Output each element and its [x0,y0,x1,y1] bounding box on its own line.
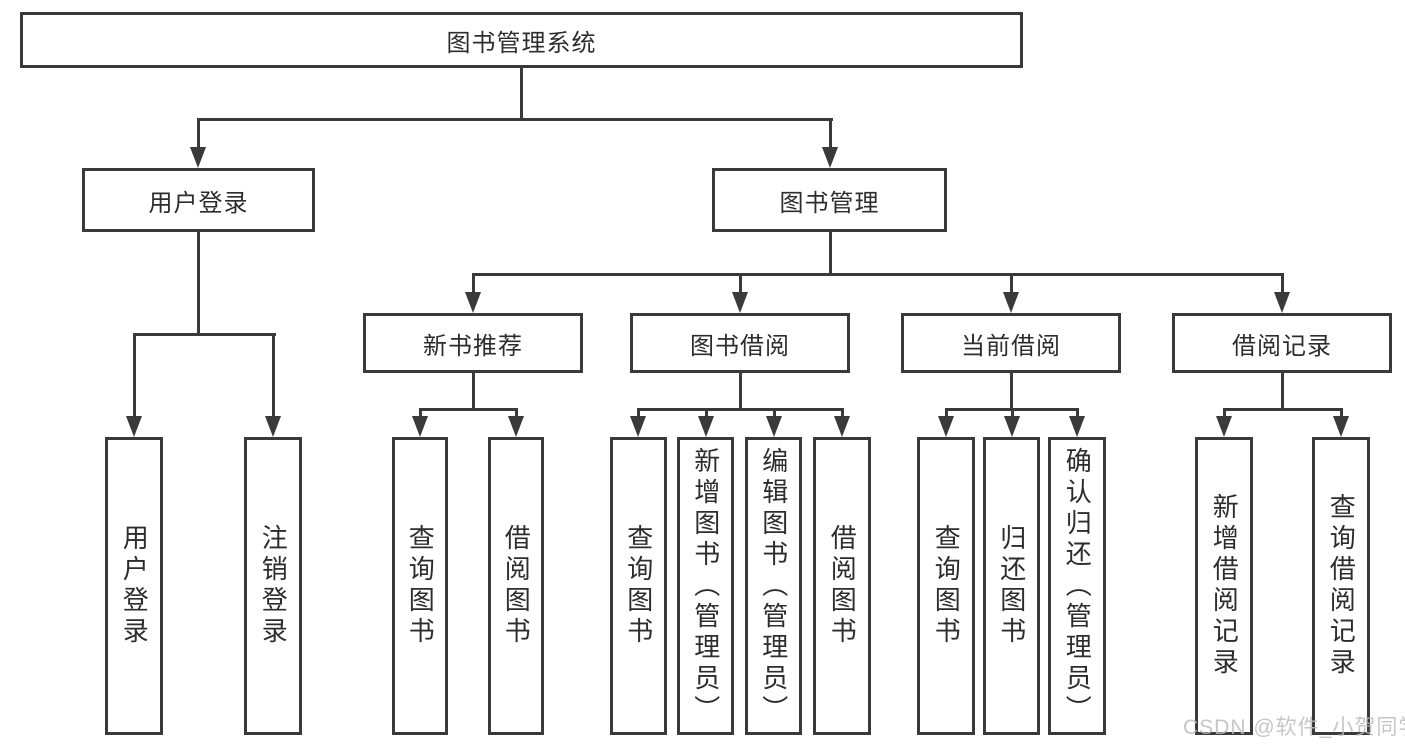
leaf-add-borrow-record-label: 新增借阅记录 [1209,493,1240,679]
connector-line [472,273,1283,276]
connector-arrow [630,416,646,437]
leaf-logout: 注销登录 [244,437,302,735]
connector-line [739,273,742,295]
connector-arrow [1333,416,1349,437]
node-book-borrowing-label: 图书借阅 [690,332,790,360]
connector-line [1281,373,1284,411]
node-current-borrowing-label: 当前借阅 [961,332,1061,360]
node-root: 图书管理系统 [20,12,1023,68]
leaf-add-books-admin-label: 新增图书（管理员） [690,446,721,726]
connector-line [1223,408,1343,411]
leaf-borrow-books-recommend: 借阅图书 [488,437,544,735]
connector-line [133,333,136,417]
connector-arrow [822,147,838,168]
connector-arrow [465,292,481,313]
connector-line [1340,408,1343,420]
connector-line [197,118,200,150]
leaf-query-books-borrowing-label: 查询图书 [623,524,654,648]
connector-line [197,118,833,121]
connector-line [133,333,276,336]
leaf-user-login-label: 用户登录 [119,524,150,648]
connector-arrow [732,292,748,313]
leaf-query-books-recommend-label: 查询图书 [405,524,436,648]
connector-arrow [508,416,524,437]
leaf-query-borrow-record: 查询借阅记录 [1312,437,1370,735]
leaf-add-books-admin: 新增图书（管理员） [677,437,734,735]
connector-arrow [766,416,782,437]
connector-line [773,408,776,420]
connector-line [1076,408,1079,420]
leaf-query-books-current: 查询图书 [917,437,975,735]
node-user-login-label: 用户登录 [148,189,249,217]
connector-arrow [1003,292,1019,313]
connector-line [1011,408,1014,420]
connector-arrow [190,147,206,168]
connector-line [472,373,475,411]
connector-line [515,408,518,420]
connector-line [520,67,523,121]
connector-line [739,373,742,411]
leaf-edit-books-admin-label: 编辑图书（管理员） [758,446,789,726]
node-book-borrowing: 图书借阅 [630,313,850,373]
node-book-management-label: 图书管理 [779,189,880,217]
node-borrowing-records: 借阅记录 [1172,313,1392,373]
leaf-confirm-return-admin-label: 确认归还（管理员） [1062,446,1093,726]
connector-arrow [834,416,850,437]
leaf-query-borrow-record-label: 查询借阅记录 [1326,493,1357,679]
leaf-user-login: 用户登录 [105,437,163,735]
leaf-query-books-borrowing: 查询图书 [610,437,667,735]
connector-arrow [938,416,954,437]
connector-arrow [265,416,281,437]
connector-line [829,232,832,276]
connector-line [197,232,200,336]
leaf-logout-label: 注销登录 [258,524,289,648]
connector-line [1010,373,1013,411]
node-new-book-recommendation: 新书推荐 [363,313,583,373]
connector-line [419,408,422,420]
leaf-borrow-books-recommend-label: 借阅图书 [501,524,532,648]
leaf-query-books-current-label: 查询图书 [931,524,962,648]
leaf-add-borrow-record: 新增借阅记录 [1195,437,1253,735]
connector-line [637,408,640,420]
node-user-login: 用户登录 [82,168,315,232]
connector-line [841,408,844,420]
connector-line [1223,408,1226,420]
connector-line [637,408,844,411]
node-book-management: 图书管理 [712,168,947,232]
leaf-edit-books-admin: 编辑图书（管理员） [745,437,802,735]
leaf-return-books-label: 归还图书 [996,524,1027,648]
connector-line [472,273,475,295]
connector-arrow [698,416,714,437]
leaf-borrow-books-borrowing-label: 借阅图书 [827,524,858,648]
leaf-borrow-books-borrowing: 借阅图书 [813,437,871,735]
node-borrowing-records-label: 借阅记录 [1232,332,1332,360]
leaf-return-books: 归还图书 [983,437,1040,735]
connector-arrow [1004,416,1020,437]
connector-line [1281,273,1284,295]
csdn-watermark: CSDN @软件_小贺同学 [1183,716,1405,739]
connector-arrow [1216,416,1232,437]
connector-arrow [1274,292,1290,313]
node-root-label: 图书管理系统 [446,29,597,57]
connector-line [705,408,708,420]
connector-arrow [412,416,428,437]
connector-line [272,333,275,417]
leaf-confirm-return-admin: 确认归还（管理员） [1048,437,1106,735]
connector-line [419,408,518,411]
node-new-book-recommendation-label: 新书推荐 [423,332,523,360]
connector-line [945,408,948,420]
connector-line [829,118,832,150]
connector-arrow [1069,416,1085,437]
leaf-query-books-recommend: 查询图书 [392,437,448,735]
connector-line [1010,273,1013,295]
node-current-borrowing: 当前借阅 [901,313,1121,373]
connector-arrow [126,416,142,437]
